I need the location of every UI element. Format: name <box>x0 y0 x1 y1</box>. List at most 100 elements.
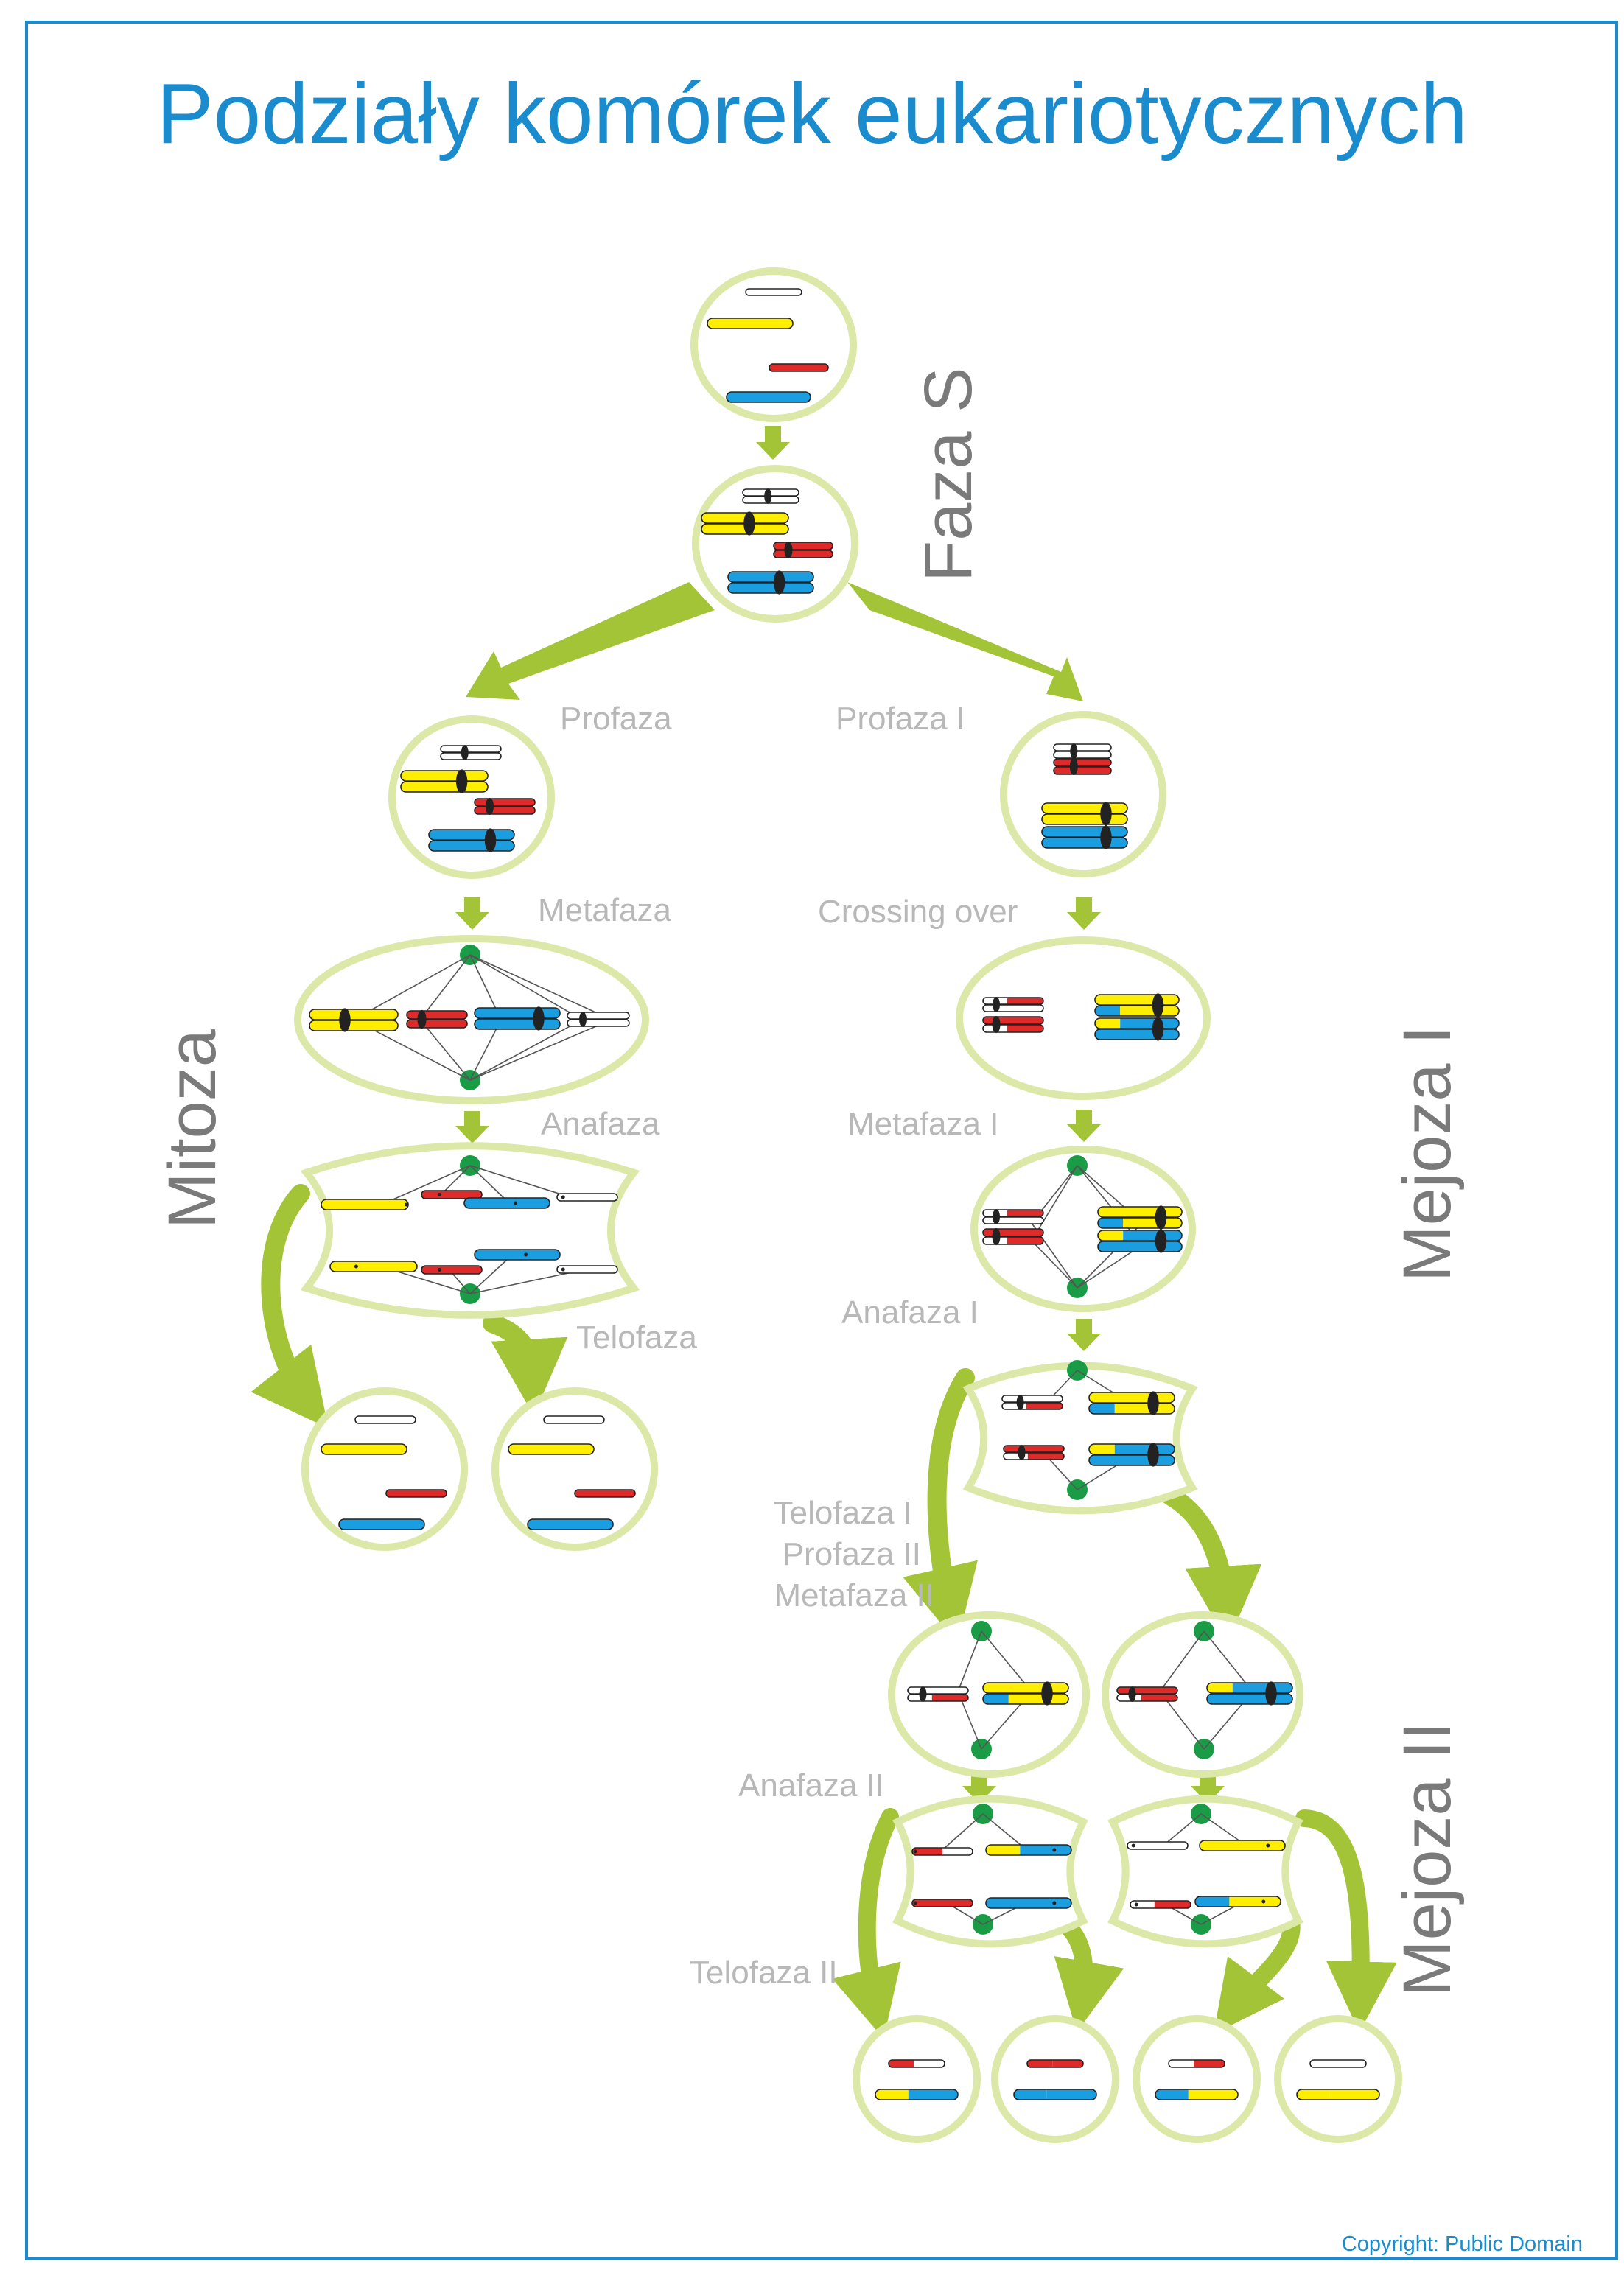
chromatid <box>982 1236 1044 1245</box>
chromatid <box>982 1693 1069 1705</box>
chromatid <box>1041 802 1128 814</box>
spindle-fiber <box>981 1630 1032 1692</box>
chromatid <box>1199 1840 1286 1851</box>
chromatid <box>1155 2089 1239 2100</box>
chromatid <box>1001 1402 1063 1410</box>
chromatid <box>985 1844 1072 1856</box>
chromatid <box>1094 1029 1180 1040</box>
cell <box>970 1146 1196 1312</box>
arrow-curved <box>251 1184 329 1429</box>
chromatid <box>428 829 515 841</box>
centromere <box>773 570 785 595</box>
centromere <box>1152 993 1164 1017</box>
chromatid <box>982 997 1044 1005</box>
arrow-to-meiosis <box>847 582 1083 701</box>
chromatid <box>567 1012 630 1020</box>
chromatid <box>428 840 515 852</box>
cell <box>1000 711 1166 877</box>
label-prophase-1: Profaza I <box>836 701 965 737</box>
centromere <box>992 1228 1001 1245</box>
chromatid <box>727 571 814 583</box>
chromatid <box>556 1265 618 1274</box>
spindle-fiber <box>469 1258 509 1294</box>
arrow-curved <box>903 1368 978 1644</box>
chromatid <box>911 1899 973 1907</box>
chromatid <box>474 1018 561 1030</box>
centromere <box>743 511 755 536</box>
centromere <box>1100 825 1112 849</box>
spindle-fiber <box>942 1813 984 1850</box>
centromere <box>1128 1686 1136 1702</box>
chromatid <box>911 1847 973 1856</box>
chromatid <box>1097 1217 1183 1229</box>
cell <box>491 1387 658 1551</box>
centromere <box>764 488 772 504</box>
arrow-curved <box>832 1808 901 2039</box>
cell <box>690 267 857 422</box>
label-anaphase-2: Anafaza II <box>738 1767 884 1804</box>
arrow-curved <box>1052 1913 1124 2032</box>
copyright-note: Copyright: Public Domain <box>1341 2232 1583 2256</box>
centromere <box>1147 1391 1159 1415</box>
arrow-curved <box>1213 1913 1301 2034</box>
cell <box>1133 2015 1261 2143</box>
centromere <box>455 769 468 793</box>
chromatid <box>321 1443 407 1455</box>
arrow-small <box>1067 897 1101 930</box>
chromatid <box>406 1019 468 1029</box>
arrow-to-mitosis <box>466 582 715 700</box>
chromatid <box>1206 1682 1293 1694</box>
centromere <box>1018 1445 1026 1460</box>
spindle-fiber <box>419 954 471 1020</box>
section-mitosis: Mitoza <box>155 1029 230 1229</box>
chromatid <box>1013 2089 1097 2100</box>
spindle-fiber <box>419 1019 471 1081</box>
chromatid <box>726 391 811 403</box>
chromatid <box>888 2059 945 2068</box>
chromatid <box>463 1197 550 1209</box>
arrow-curved <box>1161 1486 1262 1643</box>
chromatid <box>556 1193 618 1202</box>
centromere <box>1152 1017 1164 1041</box>
chromatid <box>1041 826 1128 838</box>
chromatid <box>338 1518 425 1530</box>
chromatid <box>1053 751 1112 759</box>
spindle-fiber <box>1159 1630 1205 1692</box>
spindle-fiber <box>1031 1240 1078 1289</box>
chromatid <box>1088 1454 1175 1466</box>
chromatid <box>421 1265 483 1275</box>
chromatid <box>982 1004 1044 1012</box>
spindle-fiber <box>469 1019 583 1081</box>
arrow-small <box>455 1111 489 1143</box>
chromatid <box>1001 1395 1063 1403</box>
chromatid <box>1097 1241 1183 1252</box>
chromatid <box>1097 1206 1183 1218</box>
cell <box>956 936 1211 1100</box>
arrow-curved <box>1295 1809 1397 2033</box>
chromatid <box>1041 837 1128 849</box>
chromatid <box>707 318 794 329</box>
chromatid <box>907 1694 969 1702</box>
chromatid <box>1309 2059 1367 2068</box>
chromatid <box>982 1682 1069 1694</box>
arrow-small <box>1067 1319 1101 1351</box>
chromatid <box>309 1020 399 1031</box>
section-meiosis-1: Mejoza I <box>1390 1026 1465 1282</box>
chromatid <box>474 798 536 807</box>
chromatid <box>907 1686 969 1695</box>
chromatid <box>1194 1896 1281 1907</box>
section-phase-s: Faza S <box>911 368 986 582</box>
chromatid <box>1116 1694 1178 1702</box>
cell <box>853 2015 981 2143</box>
cell <box>388 715 555 879</box>
chromatid <box>1206 1693 1293 1705</box>
centromere <box>1070 743 1078 759</box>
spindle-fiber <box>1046 1455 1078 1490</box>
arrow-small <box>756 426 790 460</box>
centromere <box>1155 1229 1167 1253</box>
centromere <box>993 1209 1000 1224</box>
centromere <box>992 1016 1001 1033</box>
centromere <box>919 1686 927 1702</box>
chromatid <box>474 1249 561 1261</box>
arrow-small <box>962 1771 996 1804</box>
